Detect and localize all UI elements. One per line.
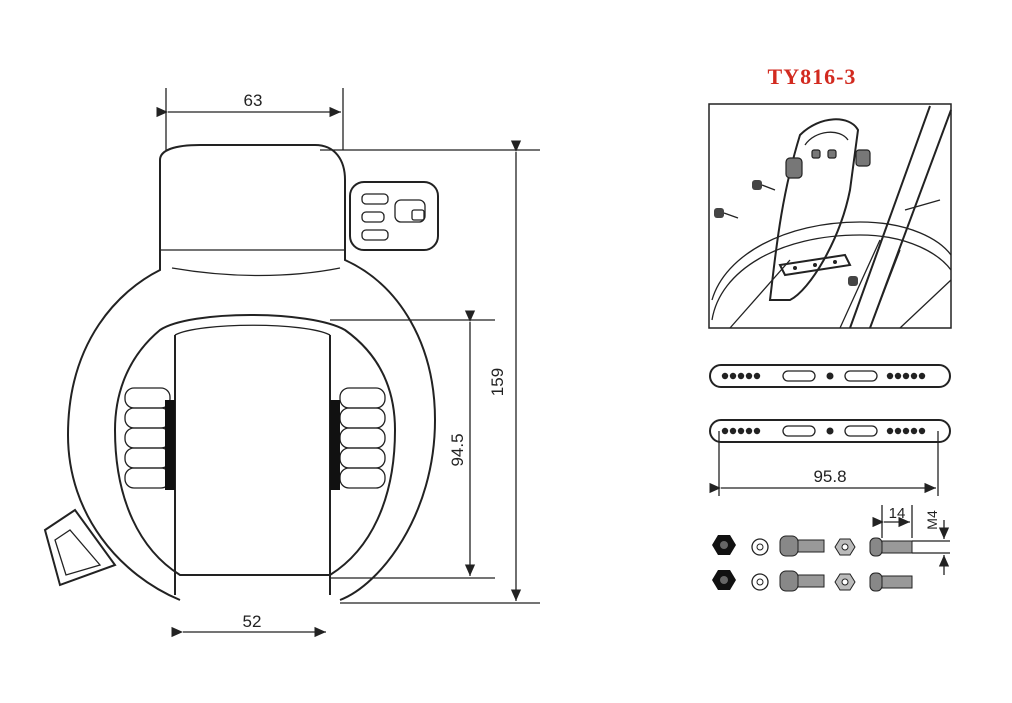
dim-thread-label: M4 xyxy=(924,510,940,530)
dim-bolt-length xyxy=(872,505,913,538)
shackle-top xyxy=(174,324,331,336)
strap-plate-2 xyxy=(709,419,951,443)
dim-thread xyxy=(912,520,950,575)
strap-plate-1 xyxy=(709,364,951,388)
lever-icon xyxy=(43,508,117,587)
key-tab xyxy=(349,181,439,251)
shackle-sides xyxy=(174,335,331,595)
dim-plate-length xyxy=(709,431,939,496)
dim-bolt-length-label: 14 xyxy=(889,505,906,522)
lock-inner-opening xyxy=(113,314,397,576)
lock-outer-ring xyxy=(66,144,437,601)
dim-top-width xyxy=(156,88,344,150)
hardware-row-1 xyxy=(712,535,913,557)
dim-top-width-label: 63 xyxy=(244,91,263,110)
dim-inner-height-label: 94.5 xyxy=(448,433,467,466)
dim-bottom-width-label: 52 xyxy=(243,612,262,631)
mounting-illustration xyxy=(708,103,952,329)
left-grip xyxy=(124,387,175,490)
dim-total-height xyxy=(320,140,540,604)
dim-plate-length-label: 95.8 xyxy=(813,467,846,486)
dim-total-height-label: 159 xyxy=(488,368,507,396)
right-grip xyxy=(330,387,386,490)
dim-inner-height xyxy=(330,310,495,579)
housing-curve xyxy=(171,267,341,277)
model-title: TY816-3 xyxy=(768,64,857,89)
ring-lock-drawing: 63 159 94.5 52 xyxy=(43,88,540,638)
hardware-row-2 xyxy=(712,570,913,592)
